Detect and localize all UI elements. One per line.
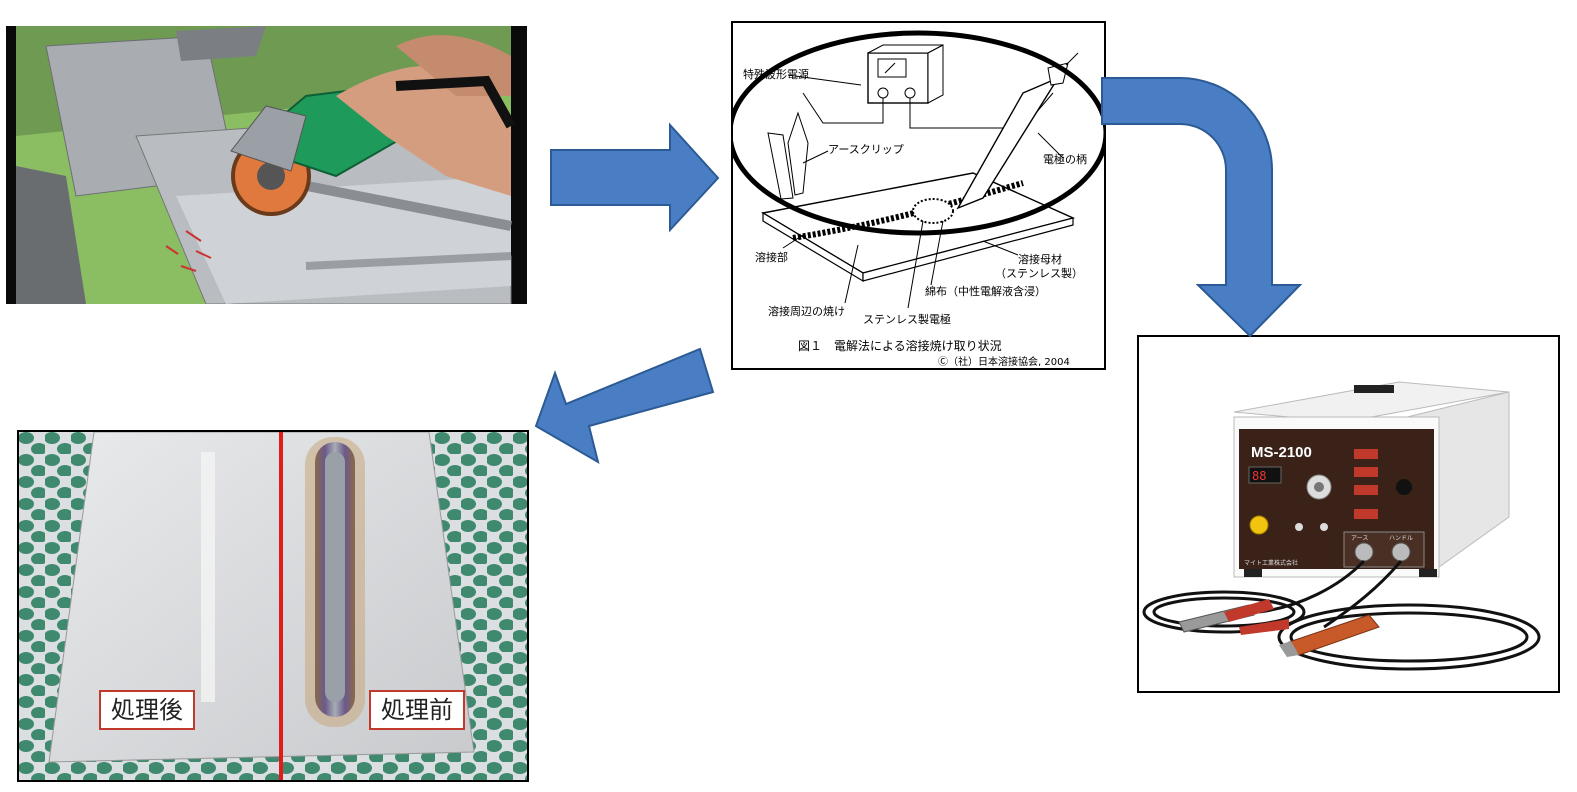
electrolysis-line-drawing: 特殊波形電源 アースクリップ 電極の柄 溶接部 溶接周辺の焼け 綿布（中性電解液… [733,30,1104,368]
figure-caption: 図１ 電解法による溶接焼け取り状況 [798,338,1002,353]
label-burn: 溶接周辺の焼け [768,304,845,318]
model-label: MS-2100 [1251,444,1312,461]
before-after-photo: 処理後 処理前 [17,430,529,782]
electrolysis-figure: 特殊波形電源 アースクリップ 電極の柄 溶接部 溶接周辺の焼け 綿布（中性電解液… [731,21,1106,370]
label-base-material: 溶接母材 [1018,252,1062,266]
ms2100-machine-photo: MS-2100 88 マイト工業株式会社 アース ハンドル [1137,335,1560,693]
after-treatment-label: 処理後 [99,690,195,730]
label-clip: アースクリップ [828,143,904,156]
grinder-photo [6,26,527,304]
label-cloth: 綿布（中性電解液含浸） [925,284,1046,298]
before-treatment-label: 処理前 [369,690,465,730]
brand-label: マイト工業株式会社 [1244,559,1298,567]
label-base-material-note: （ステンレス製） [995,266,1083,280]
svg-text:88: 88 [1252,469,1266,483]
terminal-ground-label: アース [1351,535,1368,542]
machine-illustration: MS-2100 88 マイト工業株式会社 アース ハンドル [1142,381,1541,671]
arrow-down-left [534,347,715,465]
figure-copyright: Ⓒ（社）日本溶接協会, 2004 [938,355,1070,368]
label-power: 特殊波形電源 [743,67,809,81]
label-weld: 溶接部 [755,250,788,264]
terminal-handle-label: ハンドル [1389,535,1413,542]
label-electrode-holder: 電極の柄 [1043,152,1087,166]
arrow-right-1 [550,122,720,233]
grinder-illustration [6,26,527,304]
label-electrode: ステンレス製電極 [863,312,951,326]
arrow-curved-down [1101,77,1303,338]
